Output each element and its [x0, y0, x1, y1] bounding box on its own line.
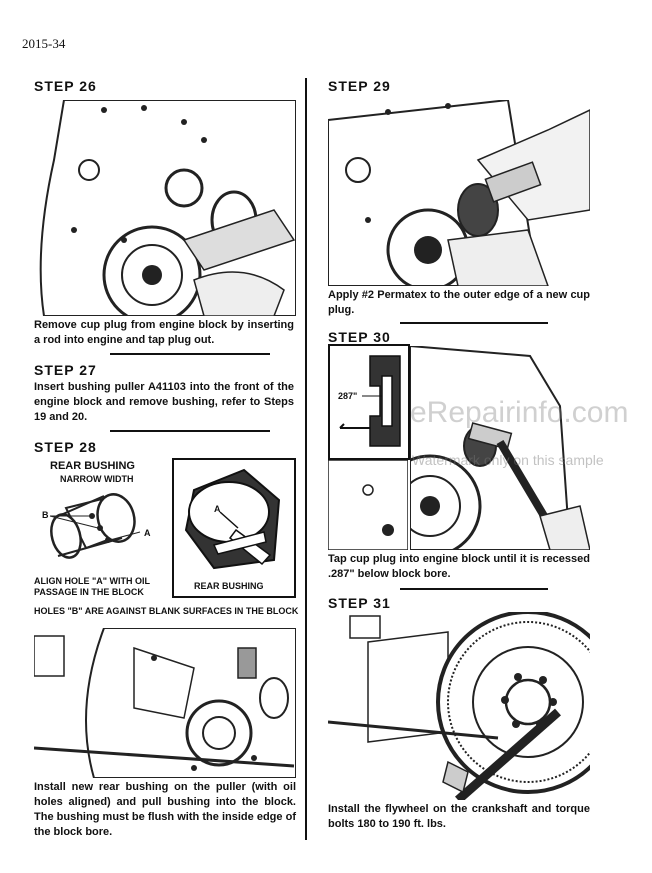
step-30-rule	[400, 588, 548, 590]
step-30-inset	[328, 344, 410, 460]
step-30-illustration	[410, 346, 590, 550]
step-28-illustration	[34, 628, 296, 778]
inset-label-a: A	[214, 504, 221, 514]
rear-bushing-inset-drawing	[184, 468, 281, 570]
rear-bushing-diagram	[49, 493, 141, 559]
step-26-heading: STEP 26	[34, 78, 97, 94]
step-31-heading: STEP 31	[328, 595, 391, 611]
step-30-inset-drawing	[339, 355, 401, 447]
column-divider	[305, 78, 307, 840]
label-a: A	[144, 528, 151, 538]
narrow-width-label: NARROW WIDTH	[60, 474, 134, 484]
step-29-caption: Apply #2 Permatex to the outer edge of a…	[328, 289, 590, 316]
rear-bushing-title: REAR BUSHING	[50, 460, 135, 472]
align-hole-note: ALIGN HOLE "A" WITH OIL PASSAGE IN THE B…	[34, 576, 150, 597]
step-30-caption: Tap cup plug into engine block until it …	[328, 553, 590, 580]
step-30-heading: STEP 30	[328, 329, 391, 345]
step-26-caption: Remove cup plug from engine block by ins…	[34, 319, 294, 346]
step-30-lower-left	[328, 460, 408, 550]
rear-bushing-inset	[172, 458, 296, 598]
step-31-illustration	[328, 612, 590, 800]
holes-b-note: HOLES "B" ARE AGAINST BLANK SURFACES IN …	[34, 606, 299, 616]
dimension-287: 287"	[338, 391, 358, 401]
page-number: 2015-34	[22, 36, 66, 51]
step-27-caption: Insert bushing puller A41103 into the fr…	[34, 381, 294, 423]
step-31-caption: Install the flywheel on the crankshaft a…	[328, 803, 590, 830]
label-b: B	[42, 510, 49, 520]
step-27-rule	[110, 430, 270, 432]
step-28-heading: STEP 28	[34, 439, 97, 455]
step-26-illustration	[34, 100, 296, 316]
step-29-rule	[400, 322, 548, 324]
step-29-illustration	[328, 100, 590, 286]
step-28-caption: Install new rear bushing on the puller (…	[34, 781, 296, 838]
step-29-heading: STEP 29	[328, 78, 391, 94]
step-27-heading: STEP 27	[34, 362, 97, 378]
watermark-site: eRepairinfo.com	[410, 396, 629, 429]
inset-caption: REAR BUSHING	[194, 581, 264, 591]
step-26-rule	[110, 353, 270, 355]
watermark-note: Watermark only on this sample	[412, 452, 604, 468]
